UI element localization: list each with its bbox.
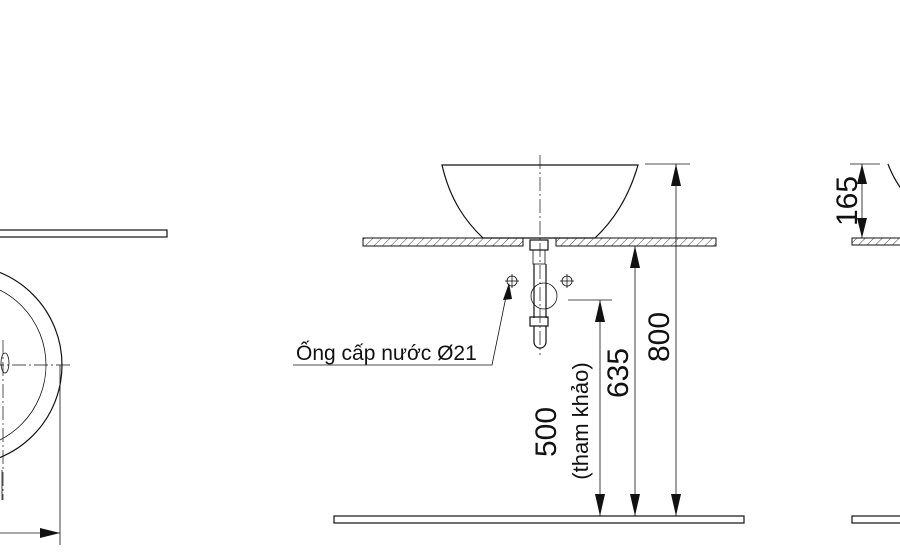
drain-hole xyxy=(0,352,10,374)
right-basin-edge xyxy=(887,163,900,189)
dim-500-note: (tham khảo) xyxy=(568,362,593,479)
right-countertop xyxy=(851,237,900,246)
dim-635-value: 635 xyxy=(602,348,635,398)
dim-165-arrow-top xyxy=(857,164,867,184)
water-pipe-label: Ống cấp nước Ø21 xyxy=(296,341,477,365)
pipe-leader-arrow xyxy=(503,283,512,300)
center-front-view: Ống cấp nước Ø21 500 (tham khảo) 635 800 xyxy=(293,155,745,524)
dim-500-arrow-top xyxy=(595,300,605,322)
right-floor xyxy=(851,515,900,524)
dim-635-arrow-bottom xyxy=(630,494,640,516)
dim-800-arrow-bottom xyxy=(671,494,681,516)
dim-500-value: 500 xyxy=(530,407,563,457)
water-supply-right xyxy=(560,274,574,288)
dim-800-value: 800 xyxy=(643,312,676,362)
dim-165-value: 165 xyxy=(831,176,864,226)
dim-635-arrow-top xyxy=(630,246,640,268)
left-top-view xyxy=(0,229,168,545)
center-floor xyxy=(333,515,745,524)
waste-pipe xyxy=(529,239,558,349)
right-side-view: 165 xyxy=(831,163,900,524)
left-countertop xyxy=(0,229,168,238)
pipe-leader-line xyxy=(293,286,509,366)
countertop-left-part xyxy=(362,237,524,247)
left-dim-arrow xyxy=(40,528,60,538)
countertop-right-part xyxy=(555,237,717,247)
dim-500-arrow-bottom xyxy=(595,494,605,516)
water-supply-left xyxy=(505,274,519,288)
dim-800-arrow-top xyxy=(671,164,681,186)
dim-165-arrow-bottom xyxy=(857,218,867,238)
